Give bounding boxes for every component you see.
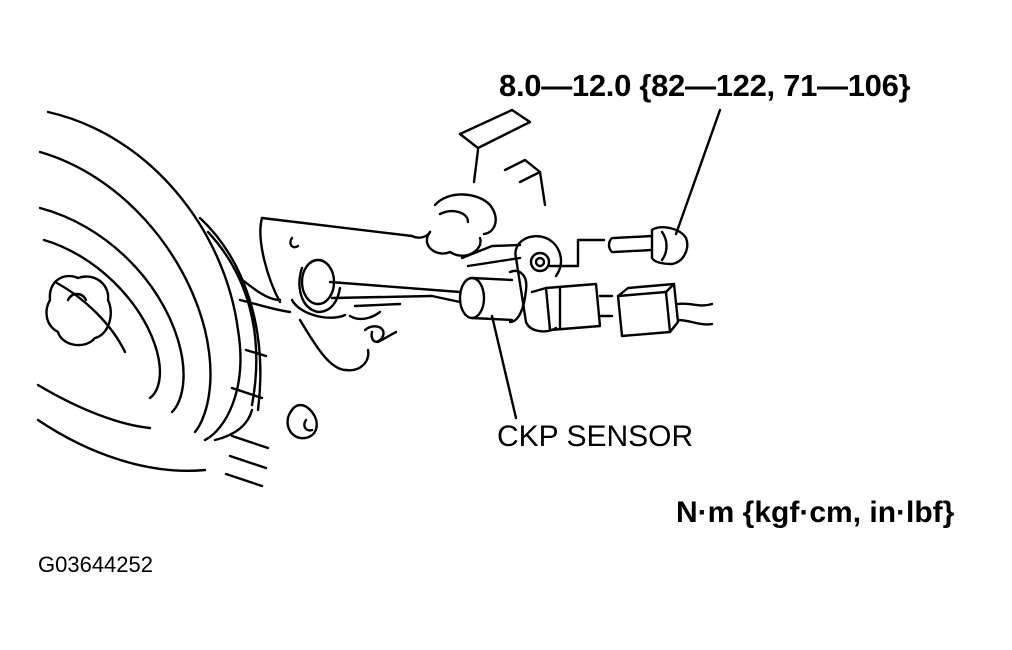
mounting-bracket xyxy=(238,216,414,440)
torque-units-legend: N·m {kgf·cm, in·lbf} xyxy=(676,496,955,529)
leader-lines xyxy=(490,108,722,420)
insertion-guide-lines xyxy=(328,280,462,308)
torque-leader-line xyxy=(674,108,722,236)
figure-id: G03644252 xyxy=(38,552,153,577)
sensor-leader-line xyxy=(490,314,518,420)
ckp-sensor xyxy=(458,235,614,333)
mounting-bolt xyxy=(548,226,689,268)
crankshaft-pulley xyxy=(36,110,262,472)
hatch-lines xyxy=(224,348,270,488)
engine-detail xyxy=(410,108,547,268)
ckp-sensor-label: CKP SENSOR xyxy=(497,420,694,453)
torque-specification: 8.0—12.0 {82—122, 71—106} xyxy=(499,68,911,103)
harness-connector xyxy=(616,282,714,338)
